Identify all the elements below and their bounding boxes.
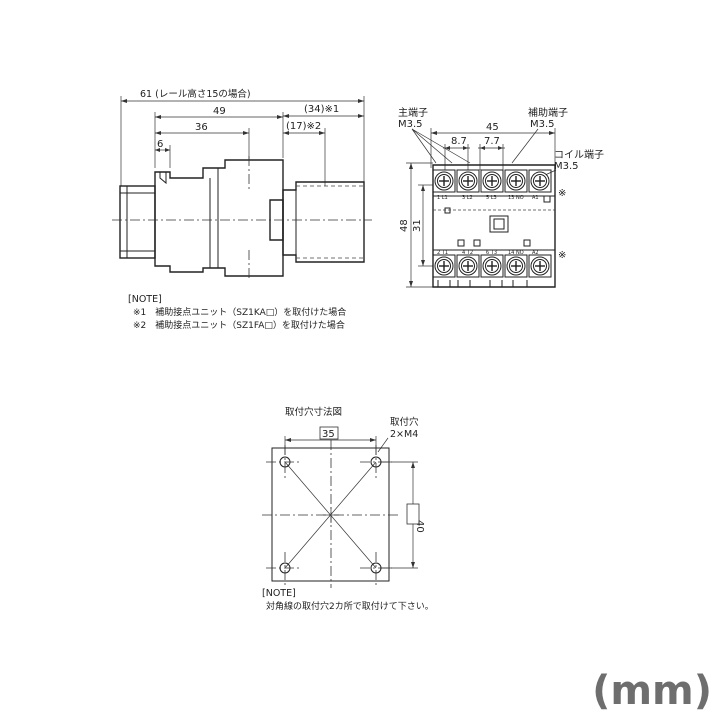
note2-title: [NOTE] xyxy=(262,588,296,599)
contactor-body-front xyxy=(432,164,556,288)
hole-label: 取付穴 xyxy=(390,416,419,428)
terminal-screw-icon xyxy=(504,169,528,193)
terminal-screw-icon xyxy=(480,169,504,193)
dim-36-label: 36 xyxy=(195,122,208,133)
top-terminals xyxy=(432,169,552,193)
mounting-hole-bottom-right xyxy=(360,552,392,586)
unit-label: (mm) xyxy=(592,668,712,714)
dim-31-label: 31 xyxy=(412,219,423,232)
dim-7-7-label: 7.7 xyxy=(484,136,500,147)
note-1: [NOTE] ※1 補助接点ユニット（SZ1KA□）を取付けた場合 ※2 補助接… xyxy=(128,294,346,331)
aux-terminal-size: M3.5 xyxy=(530,119,555,130)
main-terminal-label: 主端子 xyxy=(398,106,428,119)
aux-terminal-label: 補助端子 xyxy=(528,106,568,119)
hole-size-label: 2×M4 xyxy=(390,429,418,440)
bottom-label-1: 2 T1 xyxy=(437,250,448,256)
din-rail-section xyxy=(119,185,156,259)
note1-line1: ※1 補助接点ユニット（SZ1KA□）を取付けた場合 xyxy=(133,306,346,318)
bottom-label-2: 4 T2 xyxy=(462,250,473,256)
dim-34-label: (34)※1 xyxy=(304,104,339,115)
note2-line1: 対角線の取付穴2カ所で取付けて下さい。 xyxy=(266,600,434,612)
terminal-screw-icon xyxy=(528,254,552,278)
bottom-terminals xyxy=(432,254,552,278)
top-label-3: 5 L3 xyxy=(486,195,497,201)
coil-terminal-label: コイル端子 xyxy=(554,148,604,161)
dim-49-label: 49 xyxy=(213,106,226,117)
main-terminal-size: M3.5 xyxy=(398,119,423,130)
note1-line2: ※2 補助接点ユニット（SZ1FA□）を取付けた場合 xyxy=(133,319,345,331)
top-terminal-labels: 1 L1 3 L2 5 L3 13 NO A1 xyxy=(437,195,539,201)
top-label-1: 1 L1 xyxy=(437,195,448,201)
mounting-hole-top-left xyxy=(266,445,300,478)
terminal-screw-icon xyxy=(456,254,480,278)
top-label-2: 3 L2 xyxy=(462,195,473,201)
note-mark-upper: ※ xyxy=(558,188,566,199)
top-label-5: A1 xyxy=(532,195,539,201)
terminal-screw-icon xyxy=(480,254,504,278)
bottom-terminal-labels: 2 T1 4 T2 6 T3 14 NO A2 xyxy=(437,250,539,256)
contactor-body-side xyxy=(154,159,284,277)
coil-terminal-size: M3.5 xyxy=(554,161,579,172)
terminal-screw-icon xyxy=(432,254,456,278)
dim-40-label: 40 xyxy=(414,520,425,533)
dim-35-label: 35 xyxy=(322,429,335,440)
terminal-screw-icon xyxy=(528,169,552,193)
mounting-outline xyxy=(271,447,390,582)
mounting-title: 取付穴寸法図 xyxy=(285,406,342,418)
note-mark-lower: ※ xyxy=(558,250,566,261)
front-view: 主端子 M3.5 補助端子 M3.5 コイル端子 M3.5 45 8.7 7.7… xyxy=(398,106,604,288)
terminal-screw-icon xyxy=(456,169,480,193)
mounting-hole-top-right xyxy=(360,445,392,478)
bottom-label-3: 6 T3 xyxy=(486,250,497,256)
bottom-label-4: 14 NO xyxy=(508,250,524,256)
terminal-screw-icon xyxy=(432,169,456,193)
note1-title: [NOTE] xyxy=(128,294,162,305)
note-2: [NOTE] 対角線の取付穴2カ所で取付けて下さい。 xyxy=(262,588,434,612)
dim-8-7-label: 8.7 xyxy=(451,136,467,147)
dim-61-label: 61 (レール高さ15の場合) xyxy=(140,88,251,100)
aux-contact-unit xyxy=(282,181,365,263)
mounting-hole-bottom-left xyxy=(266,552,300,586)
side-view: 61 (レール高さ15の場合) 49 (34)※1 36 (17)※2 6 xyxy=(112,88,372,280)
mounting-hole-diagram: 取付穴寸法図 取付穴 2×M4 35 40 xyxy=(262,406,425,588)
dim-6-label: 6 xyxy=(157,139,163,150)
dim-45-label: 45 xyxy=(486,122,499,133)
terminal-screw-icon xyxy=(504,254,528,278)
top-label-4: 13 NO xyxy=(508,195,524,201)
dim-48-label: 48 xyxy=(399,219,410,232)
dim-17-label: (17)※2 xyxy=(286,121,321,132)
bottom-label-5: A2 xyxy=(532,250,539,256)
